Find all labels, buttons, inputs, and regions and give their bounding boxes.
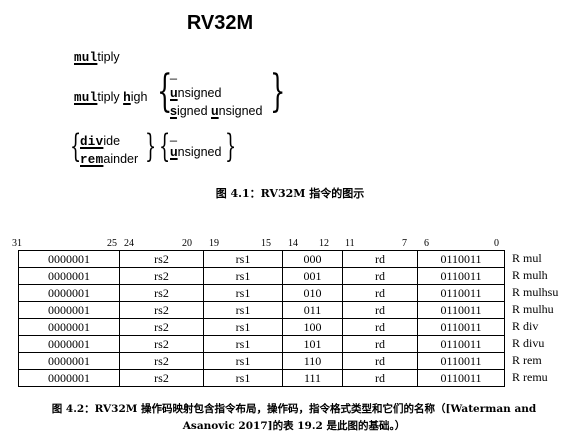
instruction-name: R mulh [512,268,548,282]
bit-label: 31 [12,238,22,249]
opcode-cell: 0110011 [417,369,505,387]
right-brace: } [225,127,237,165]
bit-label: 11 [345,238,355,249]
left-brace: { [157,66,173,117]
bit-label: 7 [402,238,407,249]
instruction-name: R div [512,319,539,333]
table-caption: 图 4.2：RV32M 操作码映射包含指令布局，操作码，指令格式类型和它们的名称… [14,401,574,435]
funct7-cell: 0000001 [18,318,120,336]
opcode-cell: 0110011 [417,335,505,353]
instruction-name: R mulhu [512,302,554,316]
rs2-cell: rs2 [119,301,204,319]
left-brace: { [70,127,82,165]
instruction-name: R rem [512,353,542,367]
funct7-cell: 0000001 [18,267,120,285]
rs2-cell: rs2 [119,335,204,353]
bit-label: 25 [107,238,117,249]
opcode-cell: 0110011 [417,267,505,285]
opcode-cell: 0110011 [417,301,505,319]
instruction-name: R mulhsu [512,285,559,299]
rs1-cell: rs1 [203,369,283,387]
rs2-cell: rs2 [119,250,204,268]
bit-label: 19 [209,238,219,249]
funct3-cell: 100 [282,318,343,336]
figure-caption: 图 4.1：RV32M 指令的图示 [215,187,365,200]
table-caption-line: Asanovic 2017]的表 19.2 是此图的基础。） [182,420,406,432]
opcode-cell: 0110011 [417,250,505,268]
funct7-cell: 0000001 [18,369,120,387]
table-caption-line: 图 4.2：RV32M 操作码映射包含指令布局，操作码，指令格式类型和它们的名称… [51,403,537,415]
funct7-cell: 0000001 [18,284,120,302]
rs1-cell: rs1 [203,352,283,370]
opcode-cell: 0110011 [417,284,505,302]
rs2-cell: rs2 [119,318,204,336]
rs1-cell: rs1 [203,335,283,353]
page-title: RV32M [186,12,254,34]
bit-label: 12 [319,238,329,249]
rd-cell: rd [342,267,418,285]
rs2-cell: rs2 [119,369,204,387]
instruction-name: R divu [512,336,545,350]
bit-label: 0 [494,238,499,249]
rd-cell: rd [342,352,418,370]
bit-label: 15 [261,238,271,249]
bit-label: 6 [424,238,429,249]
unsigned-option: unsigned [170,86,222,100]
funct7-cell: 0000001 [18,352,120,370]
rs1-cell: rs1 [203,301,283,319]
rs1-cell: rs1 [203,267,283,285]
unsigned-option: unsigned [170,145,222,159]
right-brace: } [145,127,157,165]
multiply-high-term: multiply high [74,90,148,105]
funct7-cell: 0000001 [18,335,120,353]
divide-term: divide [80,134,121,149]
funct7-cell: 0000001 [18,250,120,268]
bit-label: 24 [124,238,134,249]
right-brace: } [270,66,286,117]
funct7-cell: 0000001 [18,301,120,319]
funct3-cell: 111 [282,369,343,387]
rs2-cell: rs2 [119,267,204,285]
rs2-cell: rs2 [119,284,204,302]
opcode-cell: 0110011 [417,352,505,370]
rd-cell: rd [342,301,418,319]
rs1-cell: rs1 [203,318,283,336]
bit-label: 20 [182,238,192,249]
empty-option: _ [170,128,177,142]
rs2-cell: rs2 [119,352,204,370]
rs1-cell: rs1 [203,284,283,302]
empty-option: _ [170,66,177,80]
rs1-cell: rs1 [203,250,283,268]
funct3-cell: 101 [282,335,343,353]
opcode-cell: 0110011 [417,318,505,336]
rd-cell: rd [342,284,418,302]
remainder-term: remainder [80,152,139,167]
funct3-cell: 000 [282,250,343,268]
rd-cell: rd [342,318,418,336]
funct3-cell: 110 [282,352,343,370]
signed-unsigned-option: signed unsigned [170,104,263,118]
instruction-name: R mul [512,251,542,265]
rd-cell: rd [342,250,418,268]
left-brace: { [159,127,171,165]
funct3-cell: 001 [282,267,343,285]
multiply-term: multiply [74,50,120,65]
funct3-cell: 010 [282,284,343,302]
funct3-cell: 011 [282,301,343,319]
rd-cell: rd [342,335,418,353]
bit-position-row: 31 25 24 20 19 15 14 12 11 7 6 0 [12,238,508,252]
rd-cell: rd [342,369,418,387]
instruction-name: R remu [512,370,548,384]
bit-label: 14 [288,238,298,249]
